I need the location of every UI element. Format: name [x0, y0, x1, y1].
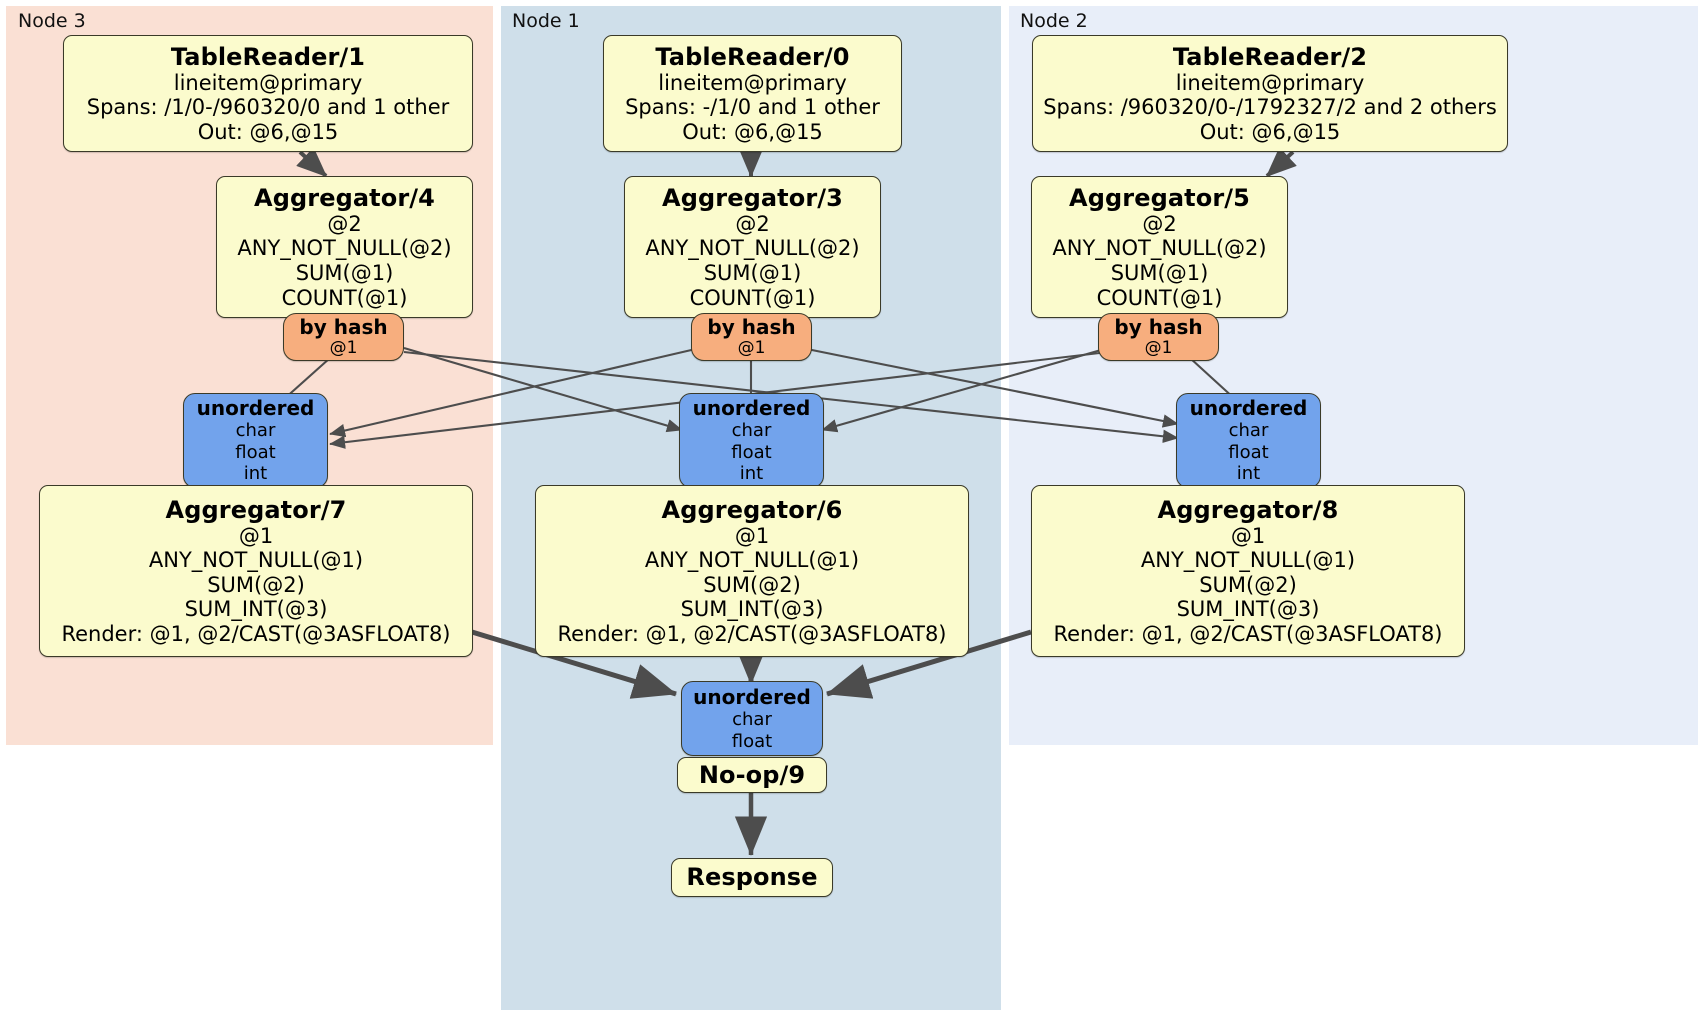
synchronizer-type: int — [739, 463, 764, 485]
processor-detail: ANY_NOT_NULL(@2) — [645, 236, 860, 261]
router-detail: @1 — [329, 337, 358, 358]
router-by-hash-left[interactable]: by hash @1 — [283, 313, 404, 361]
processor-detail: SUM(@1) — [1110, 261, 1209, 286]
router-detail: @1 — [737, 337, 766, 358]
processor-detail: @2 — [327, 211, 362, 236]
processor-detail: ANY_NOT_NULL(@1) — [644, 548, 860, 573]
processor-detail: ANY_NOT_NULL(@2) — [237, 236, 452, 261]
processor-title: Aggregator/6 — [661, 495, 843, 524]
processor-title: Aggregator/7 — [165, 495, 347, 524]
edge-byhash-center-to-unordered-right — [801, 346, 1179, 428]
synchronizer-title: unordered — [692, 396, 811, 421]
processor-title: TableReader/2 — [1172, 42, 1368, 71]
node-label-node2: Node 2 — [1020, 10, 1088, 32]
processor-title: Aggregator/3 — [662, 183, 843, 212]
synchronizer-type: float — [1228, 441, 1269, 463]
synchronizer-title: unordered — [196, 396, 315, 421]
edge-byhash-center-to-unordered-left — [329, 346, 701, 438]
processor-aggregator-8[interactable]: Aggregator/8 @1 ANY_NOT_NULL(@1) SUM(@2)… — [1031, 485, 1465, 657]
processor-title: TableReader/1 — [170, 42, 366, 71]
synchronizer-title: unordered — [1189, 396, 1308, 421]
processor-render: Render: @1, @2/CAST(@3ASFLOAT8) — [61, 621, 451, 646]
processor-detail: Spans: /960320/0-/1792327/2 and 2 others — [1043, 95, 1497, 120]
processor-detail: Spans: -/1/0 and 1 other — [625, 95, 880, 120]
processor-detail: lineitem@primary — [1175, 70, 1365, 95]
synchronizer-type: int — [243, 463, 268, 485]
processor-detail: SUM_INT(@3) — [184, 597, 328, 622]
processor-detail: @1 — [1230, 523, 1266, 548]
processor-render: Render: @1, @2/CAST(@3ASFLOAT8) — [557, 621, 947, 646]
processor-title: Aggregator/4 — [254, 183, 435, 212]
synchronizer-unordered-center[interactable]: unordered char float int — [679, 393, 824, 488]
processor-detail: SUM_INT(@3) — [1176, 597, 1320, 622]
router-title: by hash — [299, 314, 388, 339]
edge-tablereader2-aggregator5 — [1265, 147, 1297, 178]
synchronizer-type: char — [1228, 420, 1269, 442]
synchronizer-type: char — [732, 708, 772, 730]
edge-byhash-right-to-unordered-center — [821, 346, 1109, 433]
processor-aggregator-6[interactable]: Aggregator/6 @1 ANY_NOT_NULL(@1) SUM(@2)… — [535, 485, 969, 657]
processor-response[interactable]: Response — [671, 858, 833, 897]
processor-aggregator-3[interactable]: Aggregator/3 @2 ANY_NOT_NULL(@2) SUM(@1)… — [624, 176, 881, 318]
processor-detail: SUM(@2) — [703, 572, 801, 597]
processor-noop-9[interactable]: No-op/9 — [677, 757, 827, 793]
processor-detail: ANY_NOT_NULL(@1) — [1140, 548, 1356, 573]
edge-byhash-left-to-unordered-center — [403, 346, 683, 433]
processor-render: Render: @1, @2/CAST(@3ASFLOAT8) — [1053, 621, 1443, 646]
processor-detail: @2 — [735, 211, 770, 236]
processor-aggregator-7[interactable]: Aggregator/7 @1 ANY_NOT_NULL(@1) SUM(@2)… — [39, 485, 473, 657]
processor-tablereader-0[interactable]: TableReader/0 lineitem@primary Spans: -/… — [603, 35, 902, 152]
processor-detail: COUNT(@1) — [1096, 285, 1223, 310]
node-label-node3: Node 3 — [18, 10, 86, 32]
processor-title: Aggregator/5 — [1069, 183, 1250, 212]
processor-detail: @1 — [238, 523, 274, 548]
processor-detail: Out: @6,@15 — [1199, 119, 1341, 144]
edge-tablereader1-aggregator4 — [296, 147, 328, 178]
synchronizer-type: char — [731, 420, 772, 442]
processor-detail: SUM(@2) — [1199, 572, 1297, 597]
processor-detail: Spans: /1/0-/960320/0 and 1 other — [86, 95, 450, 120]
synchronizer-unordered-final[interactable]: unordered char float — [681, 681, 823, 756]
processor-aggregator-5[interactable]: Aggregator/5 @2 ANY_NOT_NULL(@2) SUM(@1)… — [1031, 176, 1288, 318]
processor-detail: Out: @6,@15 — [197, 119, 339, 144]
synchronizer-type: float — [235, 441, 276, 463]
processor-title: TableReader/0 — [655, 42, 850, 71]
processor-detail: COUNT(@1) — [281, 285, 408, 310]
synchronizer-unordered-left[interactable]: unordered char float int — [183, 393, 328, 488]
processor-title: Response — [686, 863, 818, 892]
processor-detail: @1 — [734, 523, 770, 548]
synchronizer-title: unordered — [693, 684, 811, 709]
router-title: by hash — [1114, 314, 1203, 339]
synchronizer-unordered-right[interactable]: unordered char float int — [1176, 393, 1321, 488]
processor-detail: SUM_INT(@3) — [680, 597, 824, 622]
processor-aggregator-4[interactable]: Aggregator/4 @2 ANY_NOT_NULL(@2) SUM(@1)… — [216, 176, 473, 318]
synchronizer-type: float — [731, 441, 772, 463]
synchronizer-type: char — [235, 420, 276, 442]
processor-title: No-op/9 — [698, 760, 806, 789]
processor-detail: ANY_NOT_NULL(@2) — [1052, 236, 1267, 261]
edge-aggregator7-to-unordered-final — [471, 629, 677, 699]
router-detail: @1 — [1144, 337, 1173, 358]
processor-detail: lineitem@primary — [658, 70, 847, 95]
processor-detail: ANY_NOT_NULL(@1) — [148, 548, 364, 573]
processor-detail: Out: @6,@15 — [682, 119, 823, 144]
processor-detail: SUM(@2) — [207, 572, 305, 597]
processor-detail: @2 — [1142, 211, 1177, 236]
synchronizer-type: int — [1236, 463, 1261, 485]
processor-detail: COUNT(@1) — [689, 285, 816, 310]
processor-title: Aggregator/8 — [1157, 495, 1339, 524]
router-title: by hash — [707, 314, 796, 339]
edge-aggregator8-to-unordered-final — [826, 629, 1032, 699]
router-by-hash-right[interactable]: by hash @1 — [1098, 313, 1219, 361]
processor-tablereader-1[interactable]: TableReader/1 lineitem@primary Spans: /1… — [63, 35, 473, 152]
processor-detail: SUM(@1) — [703, 261, 802, 286]
synchronizer-type: float — [731, 730, 773, 752]
processor-tablereader-2[interactable]: TableReader/2 lineitem@primary Spans: /9… — [1032, 35, 1508, 152]
node-label-node1: Node 1 — [512, 10, 580, 32]
processor-detail: lineitem@primary — [173, 70, 363, 95]
router-by-hash-center[interactable]: by hash @1 — [691, 313, 812, 361]
processor-detail: SUM(@1) — [295, 261, 394, 286]
